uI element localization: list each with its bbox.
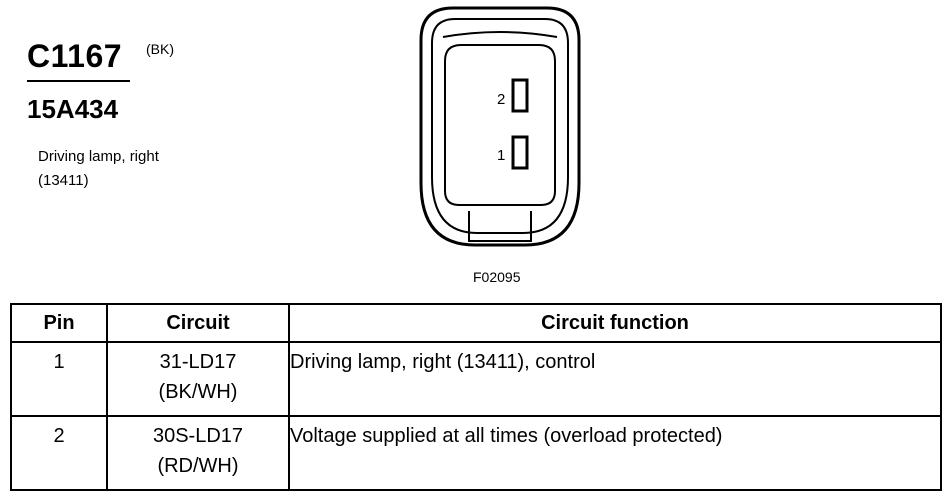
- connector-face-diagram: [419, 6, 581, 247]
- table-header-row: Pin Circuit Circuit function: [10, 303, 942, 343]
- connector-inner-face: [444, 44, 556, 206]
- header-circuit-function: Circuit function: [288, 303, 942, 343]
- connector-description: Driving lamp, right: [38, 148, 159, 165]
- title-divider: [27, 80, 130, 82]
- latch-top-bar: [442, 31, 558, 38]
- figure-id: F02095: [473, 269, 521, 285]
- pin-1-label: 1: [497, 147, 506, 164]
- circuit-number: 31-LD17: [159, 351, 237, 373]
- circuit-cell: 31-LD17 (BK/WH): [106, 341, 290, 417]
- wire-color: (RD/WH): [157, 455, 239, 477]
- pin-cell: 2: [10, 415, 108, 491]
- circuit-cell: 30S-LD17 (RD/WH): [106, 415, 290, 491]
- circuit-number: 30S-LD17: [152, 425, 244, 447]
- circuit-function-cell: Driving lamp, right (13411), control: [288, 341, 942, 417]
- pin-2-terminal: [511, 78, 529, 113]
- wire-color: (BK/WH): [158, 381, 238, 403]
- connector-inner-shell: [431, 18, 569, 234]
- connector-description-code: (13411): [38, 172, 89, 189]
- table-row: 2 30S-LD17 (RD/WH) Voltage supplied at a…: [10, 415, 942, 491]
- header-pin: Pin: [10, 303, 108, 343]
- part-number: 15A434: [27, 94, 119, 124]
- pin-table: Pin Circuit Circuit function 1 31-LD17 (…: [10, 303, 942, 491]
- table-row: 1 31-LD17 (BK/WH) Driving lamp, right (1…: [10, 341, 942, 417]
- connector-key-tab: [468, 211, 532, 242]
- connector-color: (BK): [146, 41, 174, 57]
- connector-outer-shell: [419, 6, 581, 247]
- pin-1-terminal: [511, 135, 529, 170]
- pin-cell: 1: [10, 341, 108, 417]
- circuit-function-cell: Voltage supplied at all times (overload …: [288, 415, 942, 491]
- pin-2-label: 2: [497, 91, 506, 108]
- connector-id: C1167: [27, 38, 123, 74]
- header-circuit: Circuit: [106, 303, 290, 343]
